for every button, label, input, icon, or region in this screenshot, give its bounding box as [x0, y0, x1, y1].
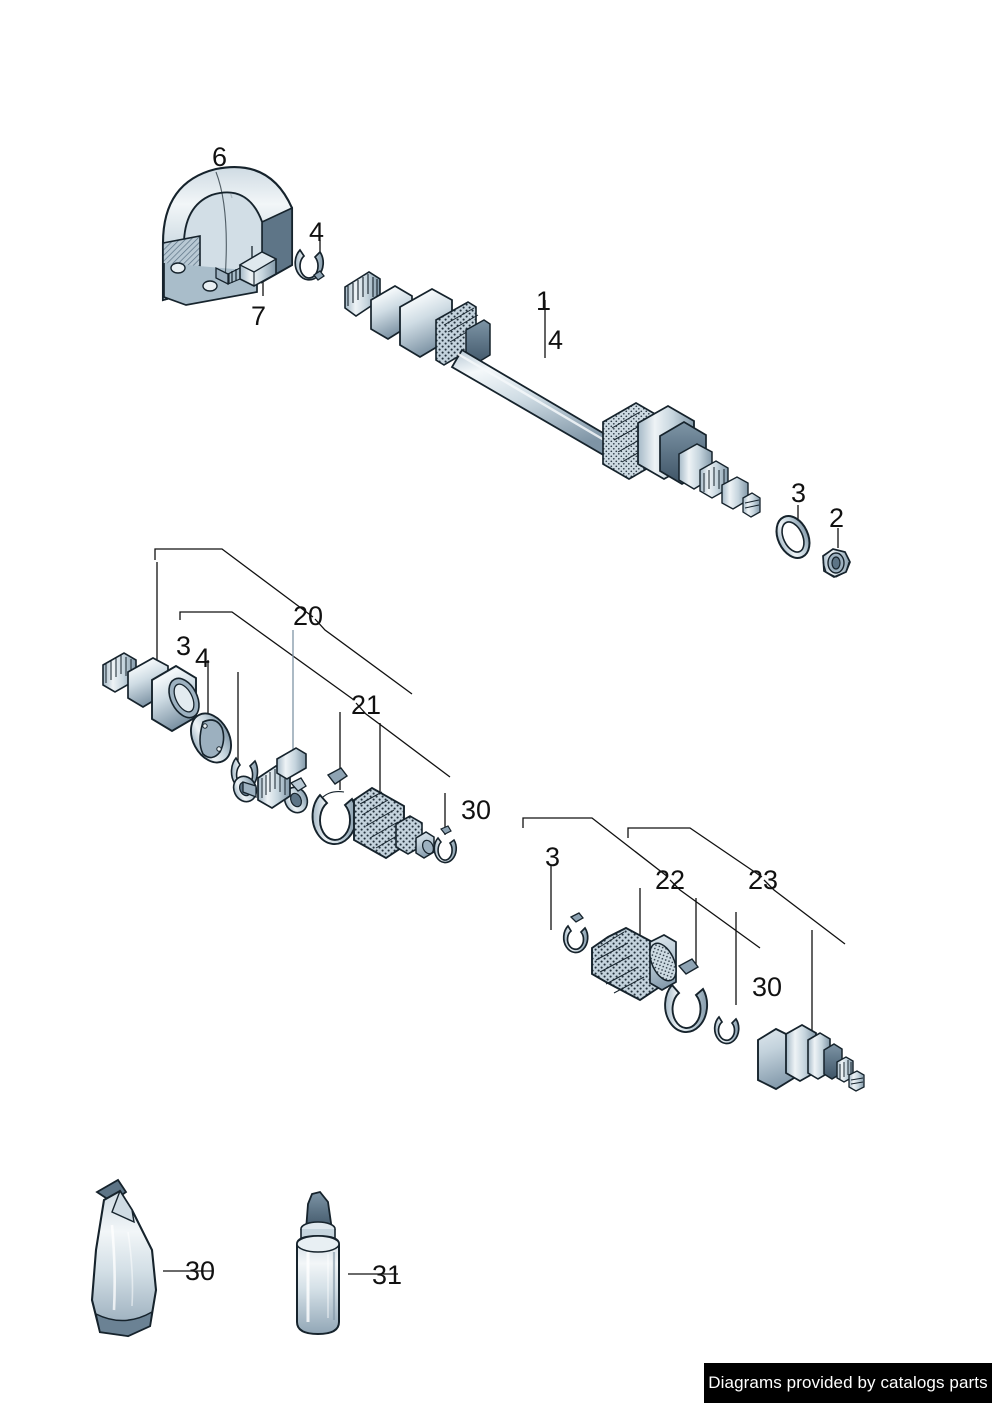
callout-1: 1	[536, 286, 552, 316]
callout-2: 2	[829, 503, 845, 533]
locking-fluid-bottle-illustration	[296, 1190, 340, 1336]
watermark-banner: Diagrams provided by catalogs parts	[704, 1363, 992, 1403]
grease-tube-illustration	[90, 1178, 158, 1338]
outer-clamp-large-illustration	[664, 958, 709, 1033]
callout-4-inner-kit: 4	[195, 643, 211, 673]
callout-21: 21	[351, 690, 382, 720]
inner-boot-illustration	[353, 786, 435, 860]
callout-3-inner-kit: 3	[176, 631, 192, 661]
boot-clamp-small-inner-illustration	[433, 825, 458, 864]
outer-boot-illustration	[591, 926, 677, 1002]
inner-joint-housing-illustration	[102, 652, 200, 733]
thrust-washer-illustration	[775, 515, 811, 559]
inner-joint-cage-illustration	[190, 712, 232, 764]
callout-7: 7	[251, 301, 267, 331]
callout-4-heat-shield: 4	[309, 217, 325, 247]
callout-22: 22	[655, 865, 686, 895]
hex-socket-bolt-illustration	[215, 251, 278, 287]
callout-20: 20	[293, 601, 324, 631]
outer-circlip-illustration	[713, 1015, 740, 1045]
callout-leader-lines	[154, 167, 846, 1275]
hex-flange-nut-illustration	[822, 548, 851, 578]
callout-23: 23	[748, 865, 779, 895]
callout-30-outer-kit: 30	[752, 972, 783, 1002]
circlip-top-illustration	[294, 248, 325, 281]
outer-joint-head-illustration	[757, 1023, 865, 1092]
inner-tripod-illustration	[242, 747, 307, 809]
callout-31-locking-fluid: 31	[372, 1260, 403, 1290]
callout-3-outer-kit: 3	[545, 842, 561, 872]
callout-30-grease-tube: 30	[185, 1256, 216, 1286]
outer-clamp-small-illustration	[562, 912, 589, 954]
callout-30-inner-kit: 30	[461, 795, 492, 825]
callout-6: 6	[212, 142, 228, 172]
drive-shaft-complete-illustration	[344, 271, 761, 518]
watermark-text: Diagrams provided by catalogs parts	[708, 1373, 988, 1392]
callout-4-drive-shaft: 4	[548, 325, 564, 355]
boot-clamp-large-inner-illustration	[311, 767, 358, 845]
callout-3-thrust-washer: 3	[791, 478, 807, 508]
